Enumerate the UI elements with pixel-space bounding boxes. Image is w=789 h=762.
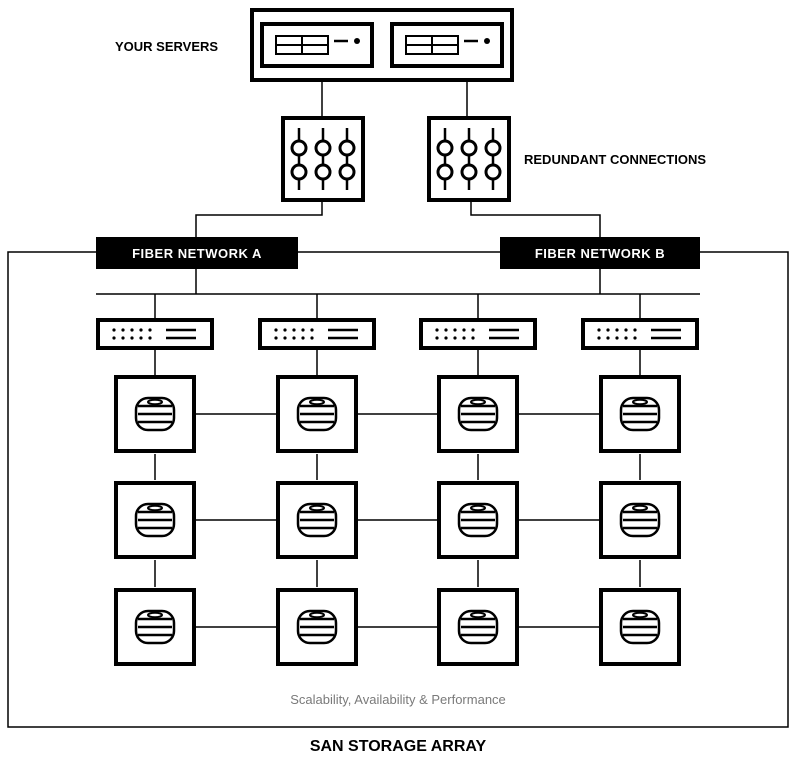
disk-stack-icon [276,375,358,453]
storage-controller-icon [419,318,537,350]
disk-stack-icon [437,588,519,666]
storage-controller-icon [96,318,214,350]
disk-stack-icon [114,588,196,666]
grid-links [154,413,641,628]
fiber-bus [96,269,700,375]
disk-stack-icon [276,588,358,666]
disk-stack-icon [276,481,358,559]
switch-links [195,200,601,240]
storage-controller-icon [258,318,376,350]
fiber-network-a-label: FIBER NETWORK A [132,246,262,261]
fiber-switch-icon [427,116,511,202]
disk-stack-icon [114,375,196,453]
fiber-network-a: FIBER NETWORK A [96,237,298,269]
tagline: Scalability, Availability & Performance [290,692,506,707]
storage-controller-icon [581,318,699,350]
disk-stack-icon [437,375,519,453]
disk-stack-icon [437,481,519,559]
your-servers-label: YOUR SERVERS [115,39,218,54]
server-icon [390,22,504,68]
redundant-connections-label: REDUNDANT CONNECTIONS [524,152,706,167]
fiber-network-b: FIBER NETWORK B [500,237,700,269]
san-storage-array-label: SAN STORAGE ARRAY [310,738,487,755]
fiber-network-b-label: FIBER NETWORK B [535,246,665,261]
server-icon [260,22,374,68]
disk-stack-icon [599,481,681,559]
disk-stack-icon [114,481,196,559]
disk-stack-icon [599,588,681,666]
array-border [7,251,789,728]
server-links [321,80,468,118]
fiber-switch-icon [281,116,365,202]
disk-stack-icon [599,375,681,453]
